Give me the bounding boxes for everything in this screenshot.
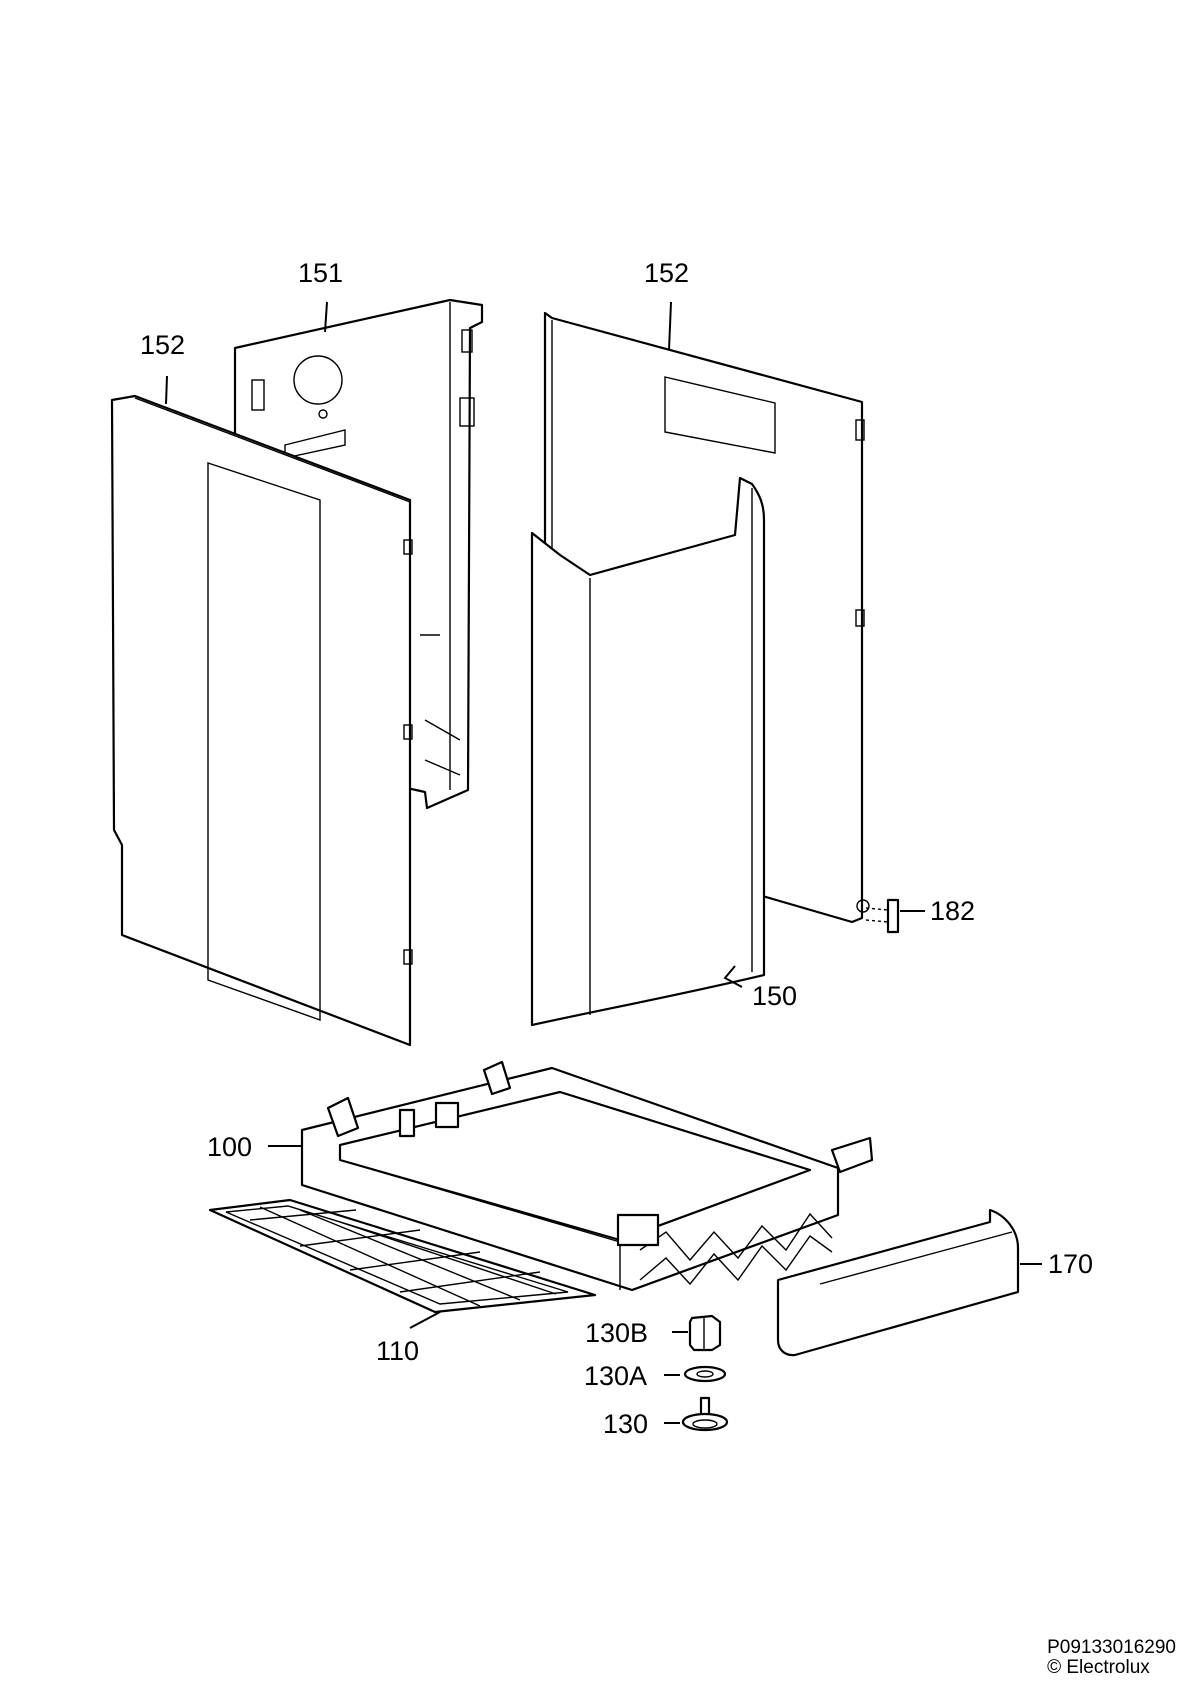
- diagram-code: P09133016290: [1047, 1637, 1176, 1658]
- label-130a: 130A: [584, 1361, 647, 1391]
- label-150: 150: [752, 981, 797, 1011]
- label-152-right: 152: [644, 258, 689, 288]
- label-170: 170: [1048, 1249, 1093, 1279]
- leader-lines: [165, 301, 1042, 1424]
- part-130-foot: [681, 1396, 729, 1432]
- part-110-mesh-filter: [208, 1198, 597, 1314]
- part-152-left-side-panel: [110, 394, 413, 1047]
- part-130b-spacer: [688, 1314, 722, 1352]
- part-170-kick-plate: [776, 1208, 1020, 1357]
- label-151: 151: [298, 258, 343, 288]
- part-182-clip: [856, 898, 900, 934]
- label-110: 110: [376, 1336, 419, 1366]
- footer: P09133016290 © Electrolux: [1047, 1638, 1176, 1678]
- copyright-notice: © Electrolux: [1047, 1657, 1150, 1678]
- part-150-corner-panel: [530, 476, 766, 1027]
- part-100-base-tray: [300, 1060, 874, 1292]
- label-130b: 130B: [585, 1318, 648, 1348]
- label-182: 182: [930, 896, 975, 926]
- part-130a-washer: [683, 1365, 727, 1383]
- label-152-left: 152: [140, 330, 185, 360]
- label-130: 130: [603, 1409, 648, 1439]
- label-100: 100: [207, 1132, 252, 1162]
